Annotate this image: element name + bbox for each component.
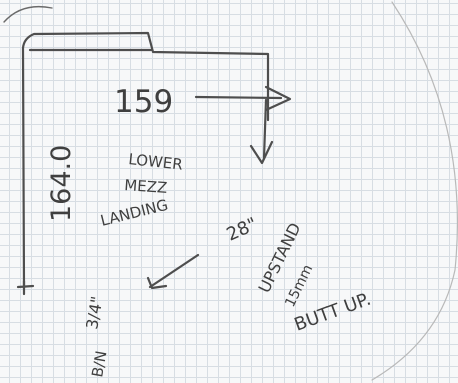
width-dimension-arrow bbox=[194, 95, 283, 100]
bottom-dimension-label: 3/4" bbox=[82, 295, 106, 331]
down-arrowhead bbox=[249, 140, 274, 165]
corner-tick bbox=[16, 279, 35, 296]
bottom-arrow bbox=[148, 253, 200, 289]
area-label-line-3: LANDING bbox=[99, 196, 170, 230]
landing-outline bbox=[21, 31, 270, 290]
side-dimension-label: 28" bbox=[223, 214, 260, 246]
circle-edge bbox=[371, 1, 458, 381]
width-dimension-label: 159 bbox=[114, 84, 173, 120]
height-dimension-label: 164.0 bbox=[46, 145, 77, 222]
upstand-label-line-2: 15mm bbox=[282, 262, 316, 310]
down-arrow bbox=[262, 98, 268, 160]
area-label-line-2: MEZZ bbox=[124, 176, 168, 197]
bottom-note-label: B/N bbox=[88, 349, 110, 378]
corner-scribble bbox=[3, 5, 53, 23]
upstand-label-line-3: BUTT UP. bbox=[292, 289, 374, 336]
area-label-line-1: LOWER bbox=[128, 150, 184, 174]
bottom-arrowhead bbox=[146, 276, 168, 290]
width-arrowhead bbox=[264, 85, 292, 112]
